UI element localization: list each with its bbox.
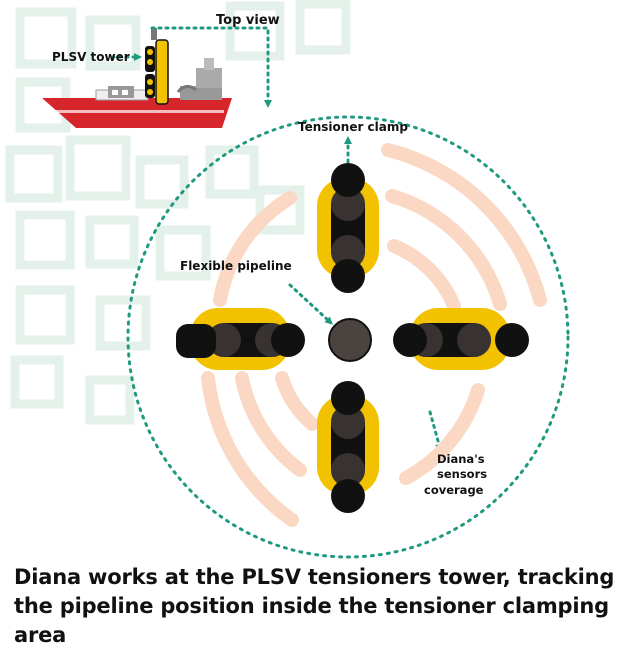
plsv-tower [145,28,169,105]
tensioner-clamp-label: Tensioner clamp [298,120,408,134]
tensioner-left [176,308,305,370]
background-pattern [5,0,351,425]
callout-lines [110,26,443,452]
sensor-coverage-waves [201,143,547,527]
top-view-label: Top view [216,13,280,28]
sensors-coverage-label-line3: coverage [424,483,484,497]
plsv-ship [42,28,232,128]
clamping-area-circle [126,115,570,559]
tensioner-bottom [317,381,379,513]
sensors-coverage-label-line1: Diana's [437,452,485,466]
flexible-pipeline-label: Flexible pipeline [180,259,292,273]
ship-deckhouse [180,86,222,100]
tensioner-diagram: Top view PLSV tower Tensioner clamp Flex… [5,0,570,559]
sensors-coverage-label-line2: sensors [437,467,487,481]
caption: Diana works at the PLSV tensioners tower… [14,565,615,647]
plsv-tower-label: PLSV tower [52,50,130,64]
tensioner-right [393,308,529,370]
tensioner-top [317,163,379,293]
flexible-pipeline [328,318,372,362]
